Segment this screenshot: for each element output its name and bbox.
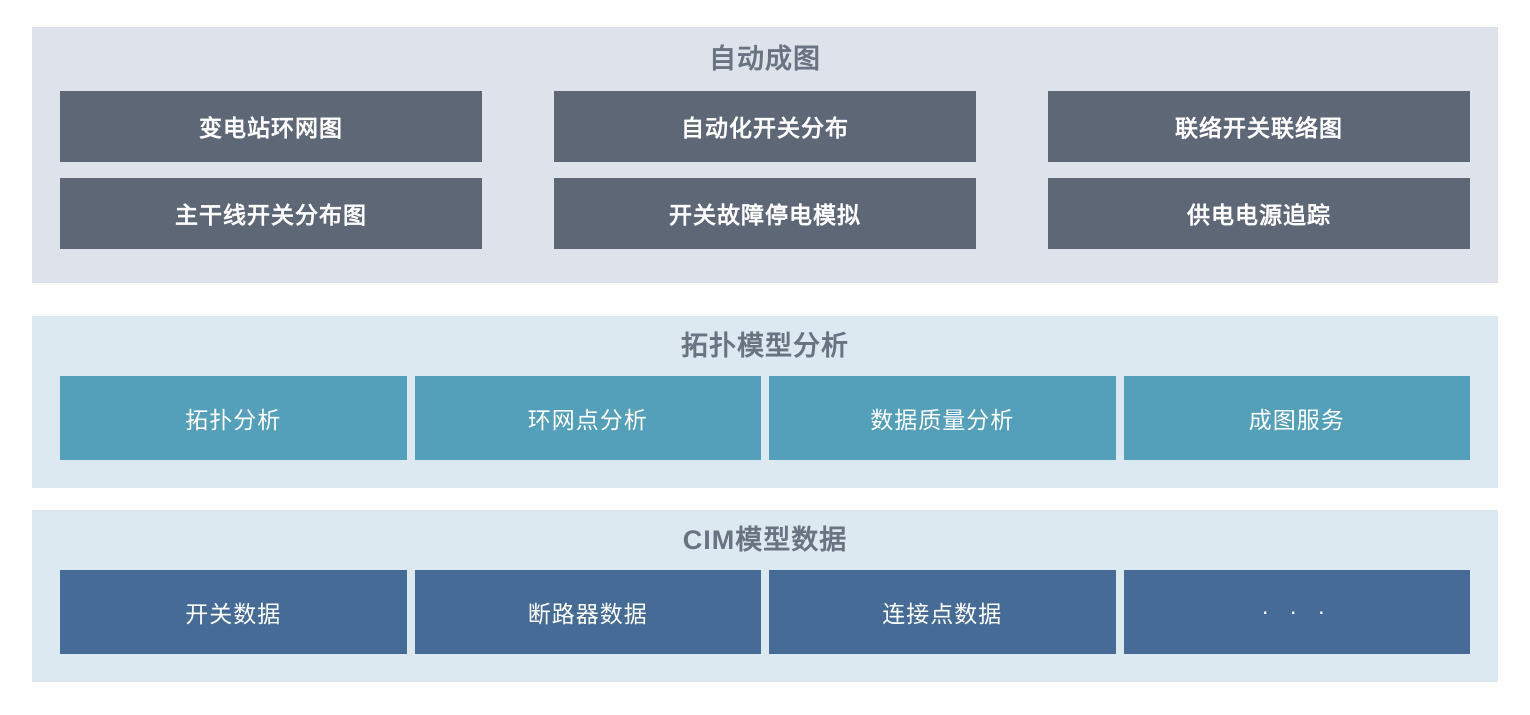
architecture-stack: 自动成图 变电站环网图 自动化开关分布 联络开关联络图 主干线开关分布图 开关故… xyxy=(32,27,1498,682)
section-auto-mapping: 自动成图 变电站环网图 自动化开关分布 联络开关联络图 主干线开关分布图 开关故… xyxy=(32,27,1498,283)
tile-label: 联络开关联络图 xyxy=(1175,115,1343,142)
tile-label: 拓扑分析 xyxy=(185,406,282,433)
tile-label: 成图服务 xyxy=(1248,406,1345,433)
section-cim-model-data: CIM模型数据 开关数据 断路器数据 连接点数据 · · · xyxy=(32,510,1498,682)
tile-circuit-breaker-data[interactable]: 断路器数据 xyxy=(414,569,761,654)
ellipsis-icon: · · · xyxy=(1261,598,1333,625)
tile-topology-analysis[interactable]: 拓扑分析 xyxy=(60,375,407,460)
tile-label: 环网点分析 xyxy=(527,406,648,433)
tile-more-data[interactable]: · · · xyxy=(1123,569,1470,654)
tile-ring-network-point-analysis[interactable]: 环网点分析 xyxy=(414,375,761,460)
tile-tie-switch-connection-diagram[interactable]: 联络开关联络图 xyxy=(1048,90,1470,162)
topology-tile-grid: 拓扑分析 环网点分析 数据质量分析 成图服务 xyxy=(60,375,1470,460)
section-title-topology-model-analysis: 拓扑模型分析 xyxy=(681,331,849,361)
tile-mapping-service[interactable]: 成图服务 xyxy=(1123,375,1470,460)
tile-label: 变电站环网图 xyxy=(199,115,343,142)
tile-label: 开关故障停电模拟 xyxy=(669,202,861,229)
tile-switch-fault-outage-simulation[interactable]: 开关故障停电模拟 xyxy=(554,177,976,249)
tile-substation-ring-network-diagram[interactable]: 变电站环网图 xyxy=(60,90,482,162)
section-topology-model-analysis: 拓扑模型分析 拓扑分析 环网点分析 数据质量分析 成图服务 xyxy=(32,316,1498,488)
tile-label: 自动化开关分布 xyxy=(681,115,849,142)
tile-label: 连接点数据 xyxy=(882,600,1003,627)
tile-label: 数据质量分析 xyxy=(870,406,1015,433)
section-title-cim-model-data: CIM模型数据 xyxy=(682,525,848,555)
cim-tile-grid: 开关数据 断路器数据 连接点数据 · · · xyxy=(60,569,1470,654)
tile-label: 主干线开关分布图 xyxy=(175,202,367,229)
tile-switch-data[interactable]: 开关数据 xyxy=(60,569,407,654)
tile-automation-switch-distribution[interactable]: 自动化开关分布 xyxy=(554,90,976,162)
auto-mapping-tile-grid: 变电站环网图 自动化开关分布 联络开关联络图 主干线开关分布图 开关故障停电模拟… xyxy=(60,90,1470,249)
tile-label: 断路器数据 xyxy=(527,600,648,627)
tile-connectivity-node-data[interactable]: 连接点数据 xyxy=(769,569,1116,654)
tile-label: 开关数据 xyxy=(185,600,282,627)
tile-label: 供电电源追踪 xyxy=(1187,202,1331,229)
tile-trunk-line-switch-distribution-diagram[interactable]: 主干线开关分布图 xyxy=(60,177,482,249)
tile-data-quality-analysis[interactable]: 数据质量分析 xyxy=(769,375,1116,460)
tile-power-supply-source-tracing[interactable]: 供电电源追踪 xyxy=(1048,177,1470,249)
section-title-auto-mapping: 自动成图 xyxy=(709,44,821,74)
